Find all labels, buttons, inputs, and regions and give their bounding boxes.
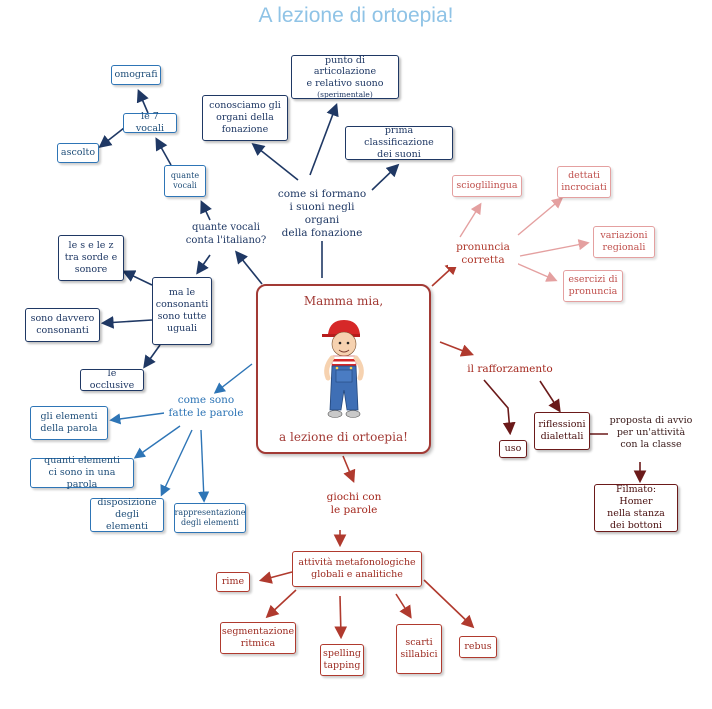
arrow-formazione-classificazione	[371, 163, 400, 191]
node-esercizi-pronuncia[interactable]: esercizi di pronuncia	[563, 270, 623, 302]
arrow-vocali-consonanti	[196, 254, 211, 275]
center-top-text: Mamma mia,	[303, 294, 384, 308]
arrow-vocali-quante	[200, 200, 212, 221]
arrow-parole-quanti	[133, 425, 181, 459]
arrow-center-parole	[213, 363, 253, 394]
arrow-hub-segmentazione	[265, 589, 297, 619]
page-title: A lezione di ortoepia!	[258, 4, 454, 27]
node-riflessioni-dialettali[interactable]: riflessioni dialettali	[534, 412, 590, 450]
node-rime[interactable]: rime	[216, 572, 250, 592]
node-elementi-parola[interactable]: gli elementi della parola	[30, 406, 108, 440]
branch-parole-label: come sono fatte le parole	[164, 394, 248, 421]
arrow-sette-ascolto	[98, 127, 125, 148]
arrow-consonanti-occlusive	[143, 344, 161, 369]
node-quanti-elementi[interactable]: quanti elementi ci sono in una parola	[30, 455, 134, 490]
arrow-center-giochi	[342, 455, 356, 483]
arrow-hub-rebus	[423, 579, 475, 629]
node-omografi[interactable]: omografi	[111, 65, 161, 85]
arrow-rafforzamento-uso	[483, 379, 516, 436]
node-scarti-sillabici[interactable]: scarti sillabici	[396, 624, 442, 674]
arrow-center-vocali	[234, 250, 263, 285]
arrow-pronuncia-variazioni	[519, 239, 590, 257]
note-proposta-avvio: proposta di avvio per un'attività con la…	[608, 415, 694, 451]
arrow-parole-disposizione	[160, 429, 193, 497]
arrow-formazione-organi	[251, 143, 299, 181]
arrow-hub-rime	[258, 571, 293, 584]
arrow-pronuncia-esercizi	[515, 262, 558, 282]
arrow-parole-rappresentazione	[198, 429, 210, 503]
center-node[interactable]: Mamma mia, a lezio	[256, 284, 431, 454]
arrow-formazione-articolazione	[309, 103, 339, 176]
arrow-consonanti-davvero	[100, 316, 153, 329]
node-s-z-sorde-sonore[interactable]: le s e le z tra sorde e sonore	[58, 235, 124, 281]
arrow-consonanti-sz	[122, 270, 153, 286]
arrow-center-pronuncia	[431, 261, 459, 287]
node-spelling-tapping[interactable]: spelling tapping	[320, 644, 364, 676]
node-scioglilingua[interactable]: scioglilingua	[452, 175, 522, 197]
node-sette-vocali[interactable]: le 7 vocali	[123, 111, 177, 134]
node-rappresentazione[interactable]: rappresentazione degli elementi	[174, 503, 246, 533]
branch-pronuncia-label: pronuncia corretta	[448, 241, 518, 268]
branch-vocali-label: quante vocali conta l'italiano?	[183, 222, 269, 247]
node-filmato-homer[interactable]: Filmato: Homer nella stanza dei bottoni	[594, 484, 678, 532]
branch-rafforzamento-label: il rafforzamento	[460, 363, 560, 377]
arrow-hub-spelling	[334, 595, 348, 640]
node-punto-articolazione-text: punto di articolazione e relativo suono	[306, 54, 384, 90]
node-uso[interactable]: uso	[499, 440, 527, 458]
node-organi-fonazione[interactable]: conosciamo gli organi della fonazione	[202, 95, 288, 141]
branch-formazione-label: come si formano i suoni negli organi del…	[276, 188, 368, 241]
node-consonanti-uguali[interactable]: ma le consonanti sono tutte uguali	[152, 277, 212, 345]
node-rebus[interactable]: rebus	[459, 636, 497, 658]
node-davvero-consonanti[interactable]: sono davvero consonanti	[25, 308, 100, 342]
arrow-pronuncia-dettati	[517, 197, 564, 236]
node-occlusive[interactable]: le occlusive	[80, 368, 144, 391]
node-quante-vocali[interactable]: quante vocali	[164, 165, 206, 197]
node-variazioni-regionali[interactable]: variazioni regionali	[593, 226, 655, 258]
center-bottom-text: a lezione di ortoepia!	[279, 430, 408, 444]
arrow-sette-omografi	[136, 89, 149, 114]
node-segmentazione-ritmica[interactable]: segmentazione ritmica	[220, 622, 296, 654]
arrow-center-rafforzamento	[439, 341, 474, 357]
branch-giochi-label: giochi con le parole	[318, 491, 390, 518]
node-attivita-metafonologiche[interactable]: attività metafonologiche globali e anali…	[292, 551, 422, 587]
arrow-quante-sette	[155, 137, 172, 166]
node-punto-articolazione-note: (sperimentale)	[317, 90, 373, 100]
node-disposizione[interactable]: disposizione degli elementi	[90, 497, 164, 532]
arrow-parole-elementi	[109, 411, 173, 425]
arrow-rafforzamento-riflessioni	[539, 380, 561, 413]
boy-illustration-icon	[322, 320, 364, 418]
node-dettati-incrociati[interactable]: dettati incrociati	[557, 166, 611, 198]
node-ascolto[interactable]: ascolto	[57, 143, 99, 163]
node-punto-articolazione[interactable]: punto di articolazione e relativo suono …	[291, 55, 399, 99]
arrow-pronuncia-scioglilingua	[459, 202, 482, 238]
node-prima-classificazione[interactable]: prima classificazione dei suoni	[345, 125, 453, 160]
arrow-hub-scarti	[395, 593, 412, 619]
